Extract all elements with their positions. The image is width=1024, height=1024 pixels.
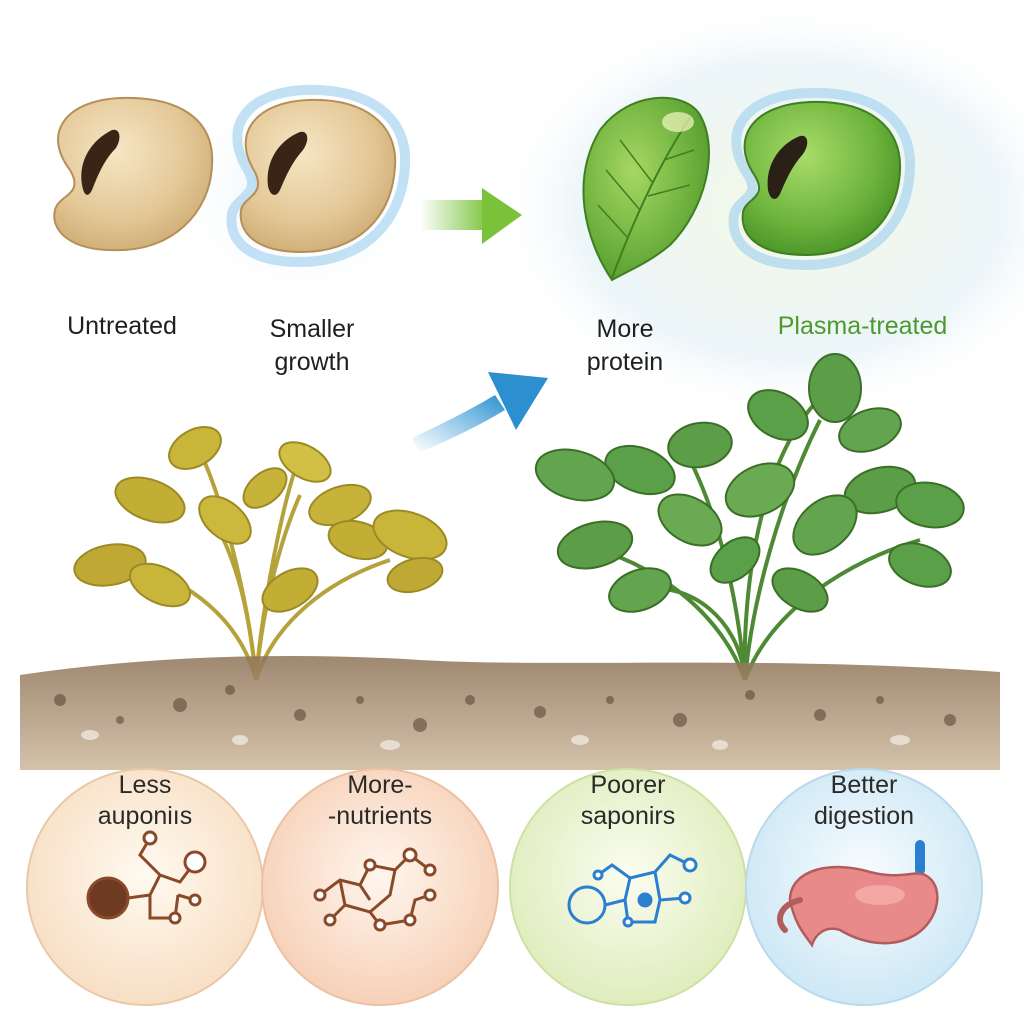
- more-protein-line-2: protein: [586, 348, 664, 376]
- nutrient-molecule-icon: [313, 847, 437, 932]
- circle-1-line-1: Less: [118, 771, 172, 799]
- yellow-plant: [73, 426, 448, 681]
- circle-label-more-nutrients: More- -nutrients: [280, 770, 480, 832]
- saponin-molecule-icon: [567, 853, 698, 928]
- circle-4-line-2: digestion: [813, 802, 915, 830]
- smaller-growth-line-2: growth: [274, 348, 350, 376]
- circle-label-better-digestion: Better digestion: [764, 770, 964, 832]
- green-arrow-icon: [420, 188, 522, 244]
- smaller-growth-label: Smaller growth: [242, 313, 382, 379]
- circle-4-line-1: Better: [830, 771, 898, 799]
- saponin-molecule-icon: [86, 830, 207, 925]
- blue-arrow-icon: [412, 372, 548, 452]
- untreated-label: Untreated: [67, 312, 177, 340]
- circle-3-line-1: Poorer: [590, 771, 666, 799]
- soil-bed: [20, 655, 1000, 770]
- circle-label-less-saponins: Less auponiıs: [45, 770, 245, 832]
- plasma-treated-bean: [728, 87, 916, 271]
- stomach-icon: [777, 840, 939, 948]
- more-protein-label: More protein: [555, 313, 695, 379]
- circle-2-line-2: -nutrients: [327, 802, 433, 830]
- smaller-growth-bean: [226, 84, 411, 268]
- circle-2-line-1: More-: [347, 771, 413, 799]
- more-protein-line-1: More: [596, 315, 654, 343]
- circle-1-line-2: auponiıs: [97, 802, 193, 830]
- green-leaf-icon: [582, 96, 710, 282]
- untreated-bean: [53, 96, 214, 252]
- circle-more-nutrients: [261, 768, 499, 1006]
- plasma-treated-label: Plasma-treated: [777, 312, 948, 340]
- circle-label-poorer-saponins: Poorer saponirs: [528, 770, 728, 832]
- green-plant: [534, 353, 965, 681]
- smaller-growth-line-1: Smaller: [269, 315, 355, 343]
- circle-3-line-2: saponirs: [580, 802, 676, 830]
